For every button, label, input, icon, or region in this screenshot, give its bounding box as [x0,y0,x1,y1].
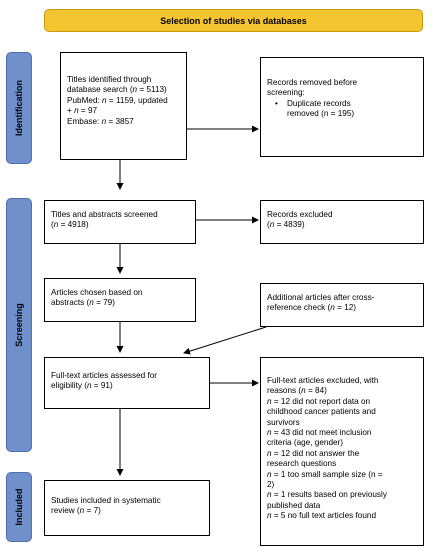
box-additional-articles: Additional articles after cross- referen… [260,283,424,327]
box-articles-chosen: Articles chosen based on abstracts (n = … [44,278,196,322]
fulltext-excluded-line1: Full-text articles excluded, with [267,376,379,385]
exclusion-reason: n = 1 too small sample size (n = [267,469,383,479]
records-removed-bullet-line2: removed (n = 195) [287,109,355,119]
box-fulltext-excluded: Full-text articles excluded, with reason… [260,357,424,546]
records-removed-bullet-line1: Duplicate records [287,98,351,108]
titles-abstracts-line2: (n = 4918) [51,220,89,230]
exclusion-reason: n = 43 did not meet inclusion [267,428,372,438]
titles-identified-line5: Embase: n = 3857 [67,116,134,126]
titles-identified-line3: PubMed: n = 1159, updated [67,95,168,105]
records-removed-bullet: • Duplicate records removed (n = 195) [267,99,417,120]
phase-included: Included [6,472,32,542]
phase-included-label: Included [14,488,24,526]
box-fulltext-assessed: Full-text articles assessed for eligibil… [44,357,210,409]
exclusion-reason: 2) [267,480,275,490]
studies-included-line1: Studies included in systematic [51,496,161,505]
additional-articles-line1: Additional articles after cross- [267,293,375,302]
selection-banner: Selection of studies via databases [44,9,423,32]
bullet-icon: • [275,98,278,108]
exclusion-reason: research questions [267,459,337,469]
fulltext-assessed-line2: eligibility (n = 91) [51,381,113,391]
articles-chosen-line1: Articles chosen based on [51,288,143,297]
additional-articles-line2: reference check (n = 12) [267,303,356,313]
phase-screening: Screening [6,198,32,452]
records-excluded-line2: (n = 4839) [267,220,305,230]
titles-identified-line2: database search (n = 5113) [67,85,167,95]
exclusion-reason: childhood cancer patients and [267,407,376,417]
arrow-additional-to-fulltext [183,326,267,355]
box-titles-abstracts: Titles and abstracts screened (n = 4918) [44,200,196,244]
exclusion-reason: survivors [267,417,300,427]
titles-identified-line4: + n = 97 [67,106,98,116]
exclusion-reason: n = 1 results based on previously [267,490,387,500]
exclusion-reason: published data [267,500,321,510]
records-removed-line2: screening: [267,88,305,98]
phase-identification-label: Identification [14,80,24,136]
studies-included-line2: review (n = 7) [51,506,101,516]
box-studies-included: Studies included in systematic review (n… [44,480,210,536]
phase-identification: Identification [6,52,32,164]
phase-screening-label: Screening [14,303,24,347]
exclusion-reason: criteria (age, gender) [267,438,343,448]
box-titles-identified: Titles identified through database searc… [60,52,187,160]
articles-chosen-line2: abstracts (n = 79) [51,298,115,308]
box-records-removed: Records removed before screening: • Dupl… [260,57,424,157]
titles-abstracts-line1: Titles and abstracts screened [51,210,158,219]
fulltext-assessed-line1: Full-text articles assessed for [51,371,158,380]
exclusion-reason: n = 12 did not report data on [267,396,371,406]
exclusion-reason: n = 5 no full text articles found [267,511,377,521]
exclusion-reason: n = 12 did not answer the [267,448,360,458]
records-removed-line1: Records removed before [267,78,358,87]
banner-title: Selection of studies via databases [160,15,307,26]
titles-identified-line1: Titles identified through [67,75,152,84]
fulltext-excluded-line2: reasons (n = 84) [267,386,327,396]
box-records-excluded: Records excluded (n = 4839) [260,200,424,244]
records-excluded-line1: Records excluded [267,210,333,219]
